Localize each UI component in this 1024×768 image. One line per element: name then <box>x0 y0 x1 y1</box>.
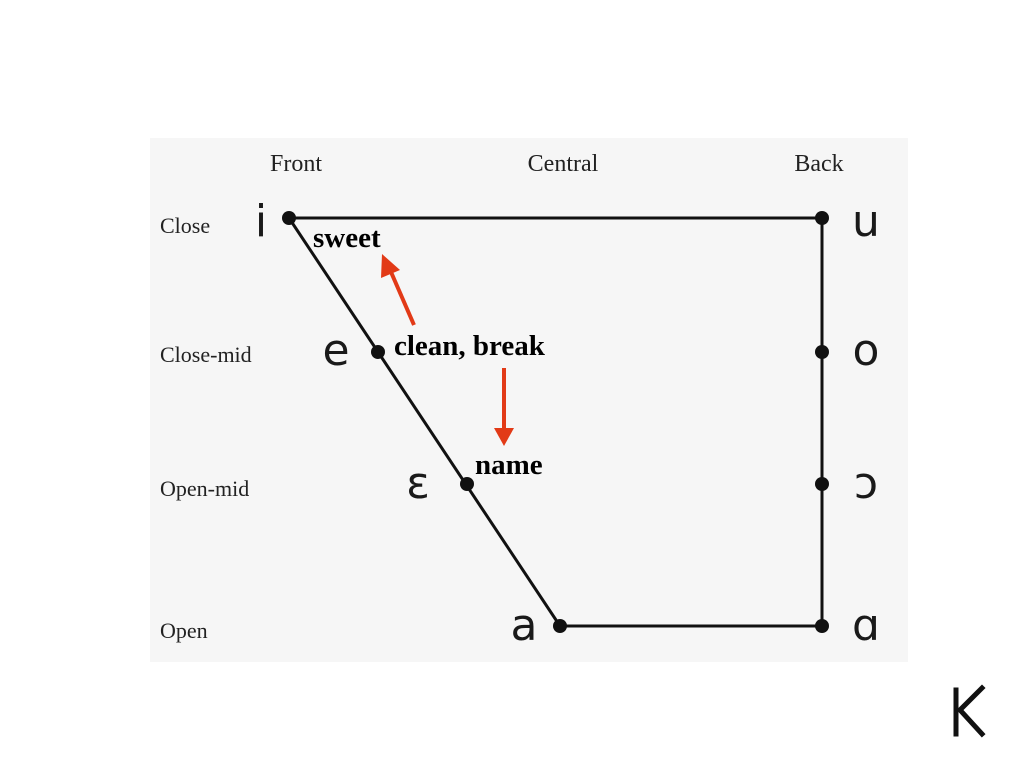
column-label-back: Back <box>794 151 843 177</box>
column-label-central: Central <box>528 151 599 177</box>
row-label-open: Open <box>160 618 208 643</box>
vowel-alpha: ɑ <box>852 600 880 651</box>
dot-open-o <box>815 477 829 491</box>
annotation-sweet: sweet <box>313 222 381 254</box>
column-label-front: Front <box>270 151 322 177</box>
vowel-i: i <box>255 196 267 247</box>
dot-o <box>815 345 829 359</box>
vowel-e: e <box>322 325 349 376</box>
vowel-epsilon: ɛ <box>406 458 430 509</box>
dot-i <box>282 211 296 225</box>
vowel-o: o <box>853 325 880 376</box>
row-label-close-mid: Close-mid <box>160 342 252 367</box>
annotation-clean-break: clean, break <box>394 330 546 362</box>
dot-a <box>553 619 567 633</box>
vowel-chart-panel <box>150 138 908 662</box>
vowel-u: u <box>852 196 880 247</box>
annotation-name: name <box>475 449 543 481</box>
edge-front <box>287 217 562 627</box>
arrow-up-to-sweet <box>381 254 416 326</box>
dot-e <box>371 345 385 359</box>
row-label-open-mid: Open-mid <box>160 476 249 501</box>
dot-epsilon <box>460 477 474 491</box>
vowel-a: a <box>511 600 538 651</box>
dot-u <box>815 211 829 225</box>
arrow-down-to-name <box>494 368 514 446</box>
k-brand-logo-icon <box>953 684 986 738</box>
row-label-close: Close <box>160 213 210 238</box>
dot-alpha <box>815 619 829 633</box>
vowel-open-o: ɔ <box>854 458 878 509</box>
